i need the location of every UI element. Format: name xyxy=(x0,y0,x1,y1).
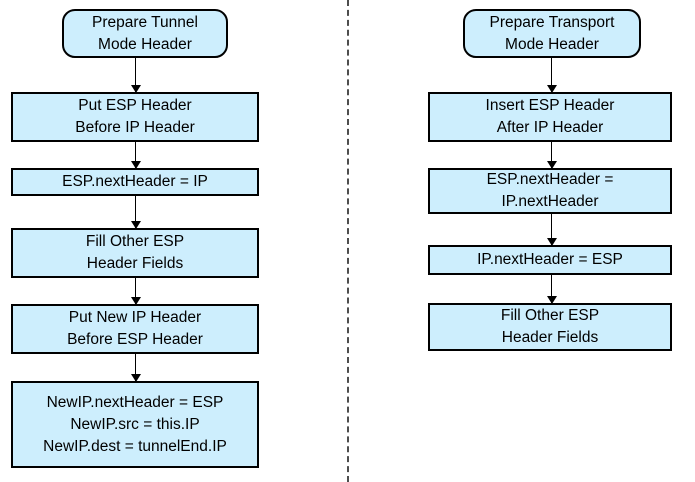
node-text-line: NewIP.src = this.IP xyxy=(70,415,200,433)
arrow-head-icon xyxy=(546,85,557,93)
flow-node-transport-step-4[interactable]: Fill Other ESP Header Fields xyxy=(428,303,672,351)
node-text-line: Before IP Header xyxy=(75,119,195,136)
arrow-head-icon xyxy=(130,221,141,229)
arrow-head-icon xyxy=(546,238,557,246)
node-text-line: Header Fields xyxy=(86,255,184,272)
connector-arrow xyxy=(130,142,141,169)
connector-arrow xyxy=(546,214,557,246)
node-text-line: Fill Other ESP xyxy=(85,233,185,250)
flow-node-transport-step-2[interactable]: ESP.nextHeader = IP.nextHeader xyxy=(428,168,672,214)
connector-arrow xyxy=(130,278,141,305)
connector-arrow xyxy=(130,58,141,93)
node-text-line: Before ESP Header xyxy=(67,331,203,348)
node-text-line: Prepare Transport xyxy=(489,13,615,31)
arrow-head-icon xyxy=(130,297,141,305)
arrow-head-icon xyxy=(546,296,557,304)
node-text-line: After IP Header xyxy=(496,119,604,136)
flow-node-tunnel-step-5[interactable]: NewIP.nextHeader = ESP NewIP.src = this.I… xyxy=(11,381,259,468)
node-text-line: NewIP.nextHeader = ESP xyxy=(46,393,224,411)
node-text-line: Header Fields xyxy=(501,329,599,346)
arrow-head-icon xyxy=(130,374,141,382)
node-text-line: Mode Header xyxy=(98,35,192,53)
node-text-line: ESP.nextHeader = xyxy=(486,171,614,188)
arrow-head-icon xyxy=(546,161,557,169)
node-text-line: Insert ESP Header xyxy=(485,97,615,114)
connector-arrow xyxy=(546,142,557,169)
arrow-head-icon xyxy=(130,85,141,93)
flow-node-transport-step-3[interactable]: IP.nextHeader = ESP xyxy=(428,245,672,275)
connector-arrow xyxy=(546,58,557,93)
flow-node-tunnel-step-2[interactable]: ESP.nextHeader = IP xyxy=(11,168,259,196)
node-text-line: NewIP.dest = tunnelEnd.IP xyxy=(43,437,227,455)
vertical-dashed-divider xyxy=(347,0,349,482)
connector-arrow xyxy=(546,275,557,304)
flow-node-tunnel-step-3[interactable]: Fill Other ESP Header Fields xyxy=(11,228,259,278)
node-text-line: Fill Other ESP xyxy=(500,307,600,324)
node-text-line: IP.nextHeader xyxy=(501,193,599,210)
node-text-line: Mode Header xyxy=(505,35,599,53)
arrow-head-icon xyxy=(130,161,141,169)
connector-arrow xyxy=(130,196,141,229)
node-text-line: IP.nextHeader = ESP xyxy=(477,251,623,268)
node-text-line: ESP.nextHeader = IP xyxy=(62,173,208,190)
node-text-line: Put ESP Header xyxy=(78,97,192,114)
connector-arrow xyxy=(130,354,141,382)
node-text-line: Prepare Tunnel xyxy=(92,13,198,31)
node-text-line: Put New IP Header xyxy=(68,309,202,326)
